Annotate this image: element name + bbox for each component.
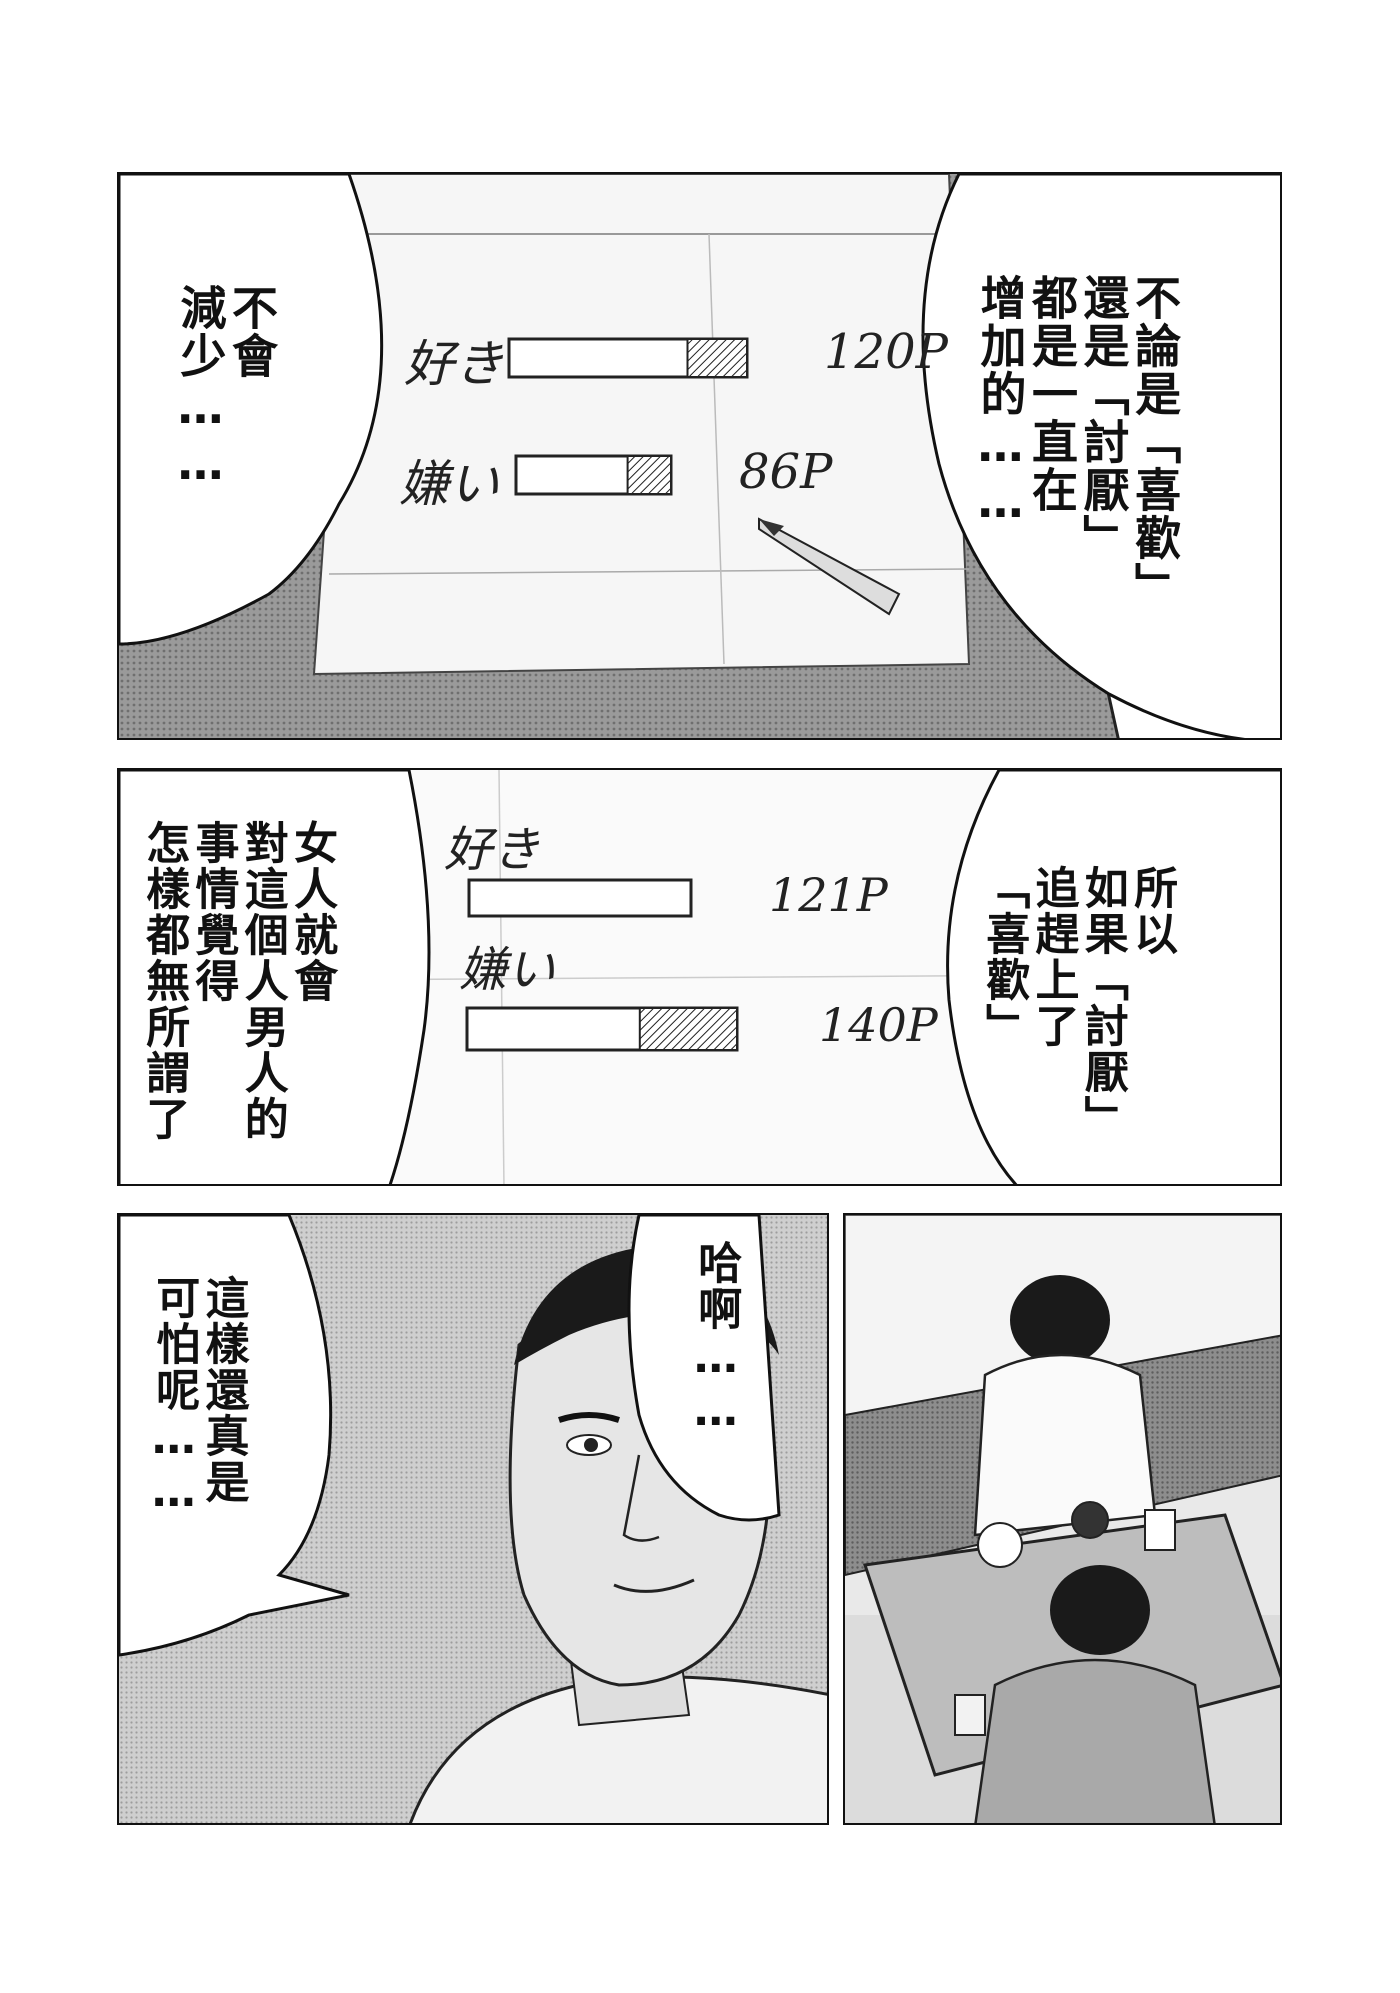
p1-chart bbox=[507, 337, 749, 496]
p2-dislike-value-label: 140P bbox=[819, 998, 938, 1052]
p2-dislike-bar-fill bbox=[638, 1007, 738, 1051]
panel-1: 好き 120P 嫌い 86P 不會 減少…… 不論是「喜歡」 還是「討厭」 都是… bbox=[117, 172, 1282, 740]
p1-like-bar-fill bbox=[686, 338, 748, 378]
right-bubble-shape bbox=[946, 770, 1280, 1184]
p1-left-bubble-text: 不會 減少…… bbox=[173, 284, 280, 492]
p2-dislike-label: 嫌い bbox=[459, 942, 556, 998]
p1-dislike-label: 嫌い bbox=[399, 455, 499, 513]
panel-2: 好き 121P 嫌い 140P 女人就會 對這個人男人的 事情覺得 怎樣都無所謂… bbox=[117, 768, 1282, 1186]
p2-like-bar-outline bbox=[467, 878, 693, 918]
p2-chart bbox=[465, 878, 739, 1052]
left-bubble-shape bbox=[119, 174, 384, 646]
panel-2-art bbox=[119, 770, 1280, 1184]
p1-dislike-bar-fill bbox=[626, 455, 673, 495]
p1-like-label: 好き bbox=[404, 335, 504, 393]
p3-right-bubble-text: 哈啊…… bbox=[690, 1240, 742, 1438]
p1-right-bubble-text: 不論是「喜歡」 還是「討厭」 都是一直在 增加的…… bbox=[973, 274, 1183, 610]
right-bubble-shape bbox=[627, 1215, 781, 1522]
far-man-shirt bbox=[973, 1353, 1157, 1537]
left-bubble-shape bbox=[119, 1215, 350, 1657]
p2-left-bubble-text: 女人就會 對這個人男人的 事情覺得 怎樣都無所謂了 bbox=[138, 820, 338, 1142]
near-man-head bbox=[1050, 1565, 1150, 1655]
p3-left-bubble-text: 這樣還真是 可怕呢…… bbox=[148, 1275, 249, 1519]
p2-like-label: 好き bbox=[444, 822, 541, 878]
p2-like-value-label: 121P bbox=[769, 868, 888, 922]
pen-shape bbox=[758, 517, 901, 616]
panel-4 bbox=[843, 1213, 1282, 1825]
far-man-head bbox=[1010, 1275, 1110, 1365]
left-bubble-shape bbox=[119, 770, 431, 1184]
p1-dislike-value-label: 86P bbox=[739, 444, 833, 500]
panel-1-art bbox=[119, 174, 1280, 738]
panel-4-art bbox=[845, 1215, 1280, 1823]
right-bubble-shape bbox=[921, 174, 1280, 738]
p2-right-bubble-text: 所以 如果「討厭」 追趕上了 「喜歡」 bbox=[978, 865, 1178, 1141]
near-man-jacket bbox=[974, 1658, 1216, 1823]
p1-like-value-label: 120P bbox=[824, 324, 948, 380]
panel-3: 這樣還真是 可怕呢…… 哈啊…… bbox=[117, 1213, 829, 1825]
panel-3-art bbox=[119, 1215, 827, 1823]
